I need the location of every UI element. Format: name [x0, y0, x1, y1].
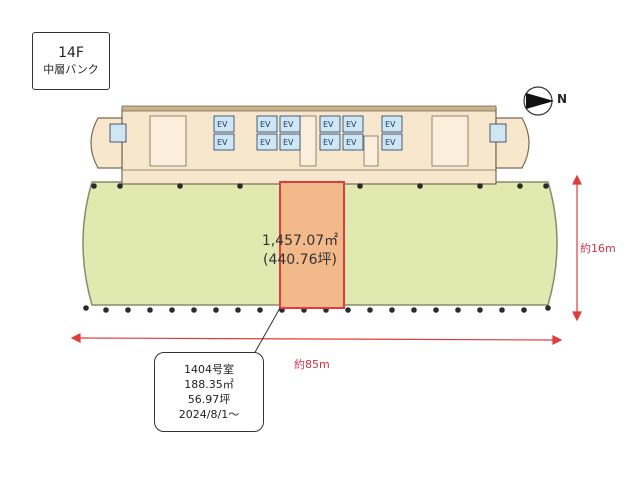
room-number: 1404号室	[184, 363, 234, 376]
elevator-group-3: EV EV EV EV	[319, 115, 364, 151]
room-tsubo: 56.97坪	[187, 393, 231, 406]
elevator-shaft	[256, 133, 278, 151]
elevator-shaft	[381, 133, 403, 151]
elevator-group-2: EV EV EV EV	[256, 115, 301, 151]
elevator-shaft	[319, 133, 341, 151]
area-sqm: 1,457.07㎡	[261, 233, 339, 249]
elevator-shaft	[342, 115, 364, 133]
elevator-label: EV	[323, 120, 334, 129]
elevator-label: EV	[385, 120, 396, 129]
elevator-shaft	[213, 133, 235, 151]
elevator-label: EV	[283, 138, 294, 147]
elevator-label: EV	[283, 120, 294, 129]
elevator-shaft	[342, 133, 364, 151]
width-label: 約16m	[580, 242, 616, 255]
elevator-shaft	[213, 115, 235, 133]
elevator-label: EV	[217, 138, 228, 147]
elevator-shaft	[279, 115, 301, 133]
floor-number: 14F	[58, 45, 84, 61]
length-label: 約85m	[294, 358, 330, 371]
length-dimension	[70, 333, 563, 345]
north-label: N	[557, 92, 568, 106]
elevator-shaft	[381, 115, 403, 133]
elevator-shaft	[319, 115, 341, 133]
elevator-label: EV	[346, 138, 357, 147]
elevator-label: EV	[260, 120, 271, 129]
elevator-label: EV	[323, 138, 334, 147]
elevator-label: EV	[385, 138, 396, 147]
area-tsubo: (440.76坪)	[263, 252, 337, 268]
elevator-label: EV	[217, 120, 228, 129]
elevator-label: EV	[346, 120, 357, 129]
width-dimension	[572, 174, 582, 322]
total-area-label: 1,457.07㎡ (440.76坪)	[240, 232, 360, 270]
room-1404-highlight	[279, 181, 345, 309]
elevator-group-4: EV EV	[381, 115, 403, 151]
north-arrow-icon	[523, 86, 554, 116]
room-sqm: 188.35㎡	[184, 378, 234, 391]
elevator-label: EV	[260, 138, 271, 147]
room-available-date: 2024/8/1～	[178, 408, 240, 421]
callout-leader	[253, 307, 281, 355]
perimeter-columns	[83, 183, 551, 313]
elevator-bank-label: 中層バンク	[43, 63, 99, 76]
floor-label-box: 14F 中層バンク	[32, 32, 110, 90]
elevator-group-1: EV EV	[213, 115, 235, 151]
room-info-callout: 1404号室 188.35㎡ 56.97坪 2024/8/1～	[154, 352, 264, 432]
elevator-shaft	[256, 115, 278, 133]
elevator-shaft	[279, 133, 301, 151]
